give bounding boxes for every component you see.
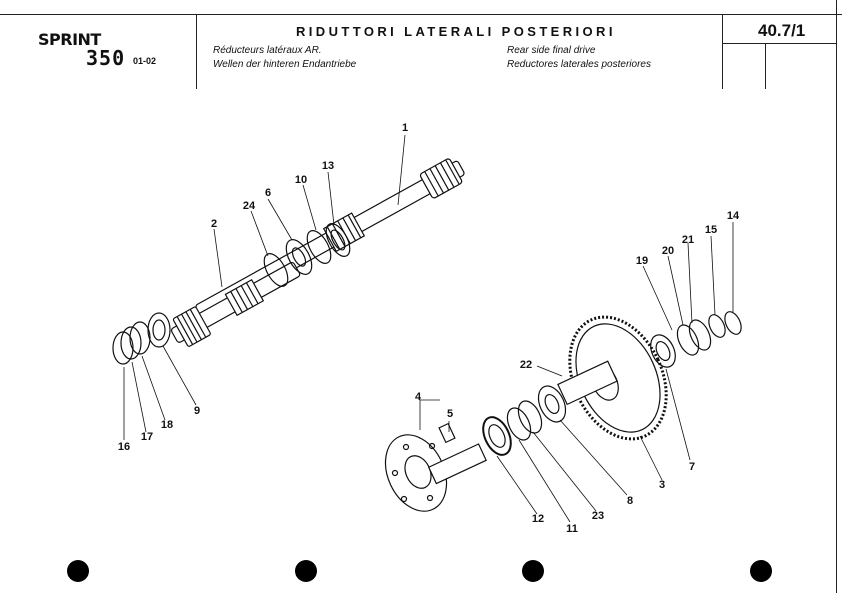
callout-11: 11 <box>566 523 578 535</box>
callout-10: 10 <box>294 174 308 186</box>
callout-4: 4 <box>414 391 422 403</box>
callout-9: 9 <box>193 405 201 417</box>
hub-flange <box>384 422 487 512</box>
header-divider-left <box>196 14 197 89</box>
page-right-rule <box>836 0 837 593</box>
subtitle-es: Reductores laterales posteriores <box>507 59 651 70</box>
subtitle-fr: Réducteurs latéraux AR. <box>213 45 322 56</box>
leader-lines <box>123 134 734 523</box>
callout-20: 20 <box>661 245 675 257</box>
middle-rings <box>482 385 567 456</box>
brand-logo: SPRINT <box>38 30 101 49</box>
edition-code: 01-02 <box>133 56 157 66</box>
callout-16: 16 <box>117 441 131 453</box>
callout-22: 22 <box>519 359 533 371</box>
callout-13: 13 <box>321 160 335 172</box>
callout-6: 6 <box>264 187 272 199</box>
header-divider-right <box>722 14 723 89</box>
callout-18: 18 <box>160 419 174 431</box>
callout-14: 14 <box>726 210 740 222</box>
header-top-rule <box>0 14 842 15</box>
callout-17: 17 <box>140 431 154 443</box>
callout-5: 5 <box>446 408 454 420</box>
model-number: 350 <box>86 46 126 70</box>
page-number-stub <box>765 43 766 89</box>
callout-24: 24 <box>242 200 256 212</box>
callout-23: 23 <box>591 510 605 522</box>
callout-2: 2 <box>210 218 218 230</box>
callout-19: 19 <box>635 255 649 267</box>
callout-21: 21 <box>681 234 695 246</box>
callout-3: 3 <box>658 479 666 491</box>
pinion-shaft <box>171 261 301 347</box>
punch-hole-3 <box>522 560 544 582</box>
page-number-rule <box>722 43 836 44</box>
page-title: RIDUTTORI LATERALI POSTERIORI <box>296 24 616 39</box>
punch-hole-2 <box>295 560 317 582</box>
final-drive-gear <box>557 315 668 441</box>
punch-hole-4 <box>750 560 772 582</box>
callout-8: 8 <box>626 495 634 507</box>
right-rings <box>650 311 742 368</box>
subtitle-en: Rear side final drive <box>507 45 596 56</box>
callout-12: 12 <box>531 513 545 525</box>
punch-hole-1 <box>67 560 89 582</box>
callout-15: 15 <box>704 224 718 236</box>
callout-1: 1 <box>401 122 409 134</box>
left-rings <box>112 312 171 365</box>
subtitle-de: Wellen der hinteren Endantriebe <box>213 59 357 70</box>
page-number: 40.7/1 <box>758 21 806 40</box>
callout-7: 7 <box>688 461 696 473</box>
